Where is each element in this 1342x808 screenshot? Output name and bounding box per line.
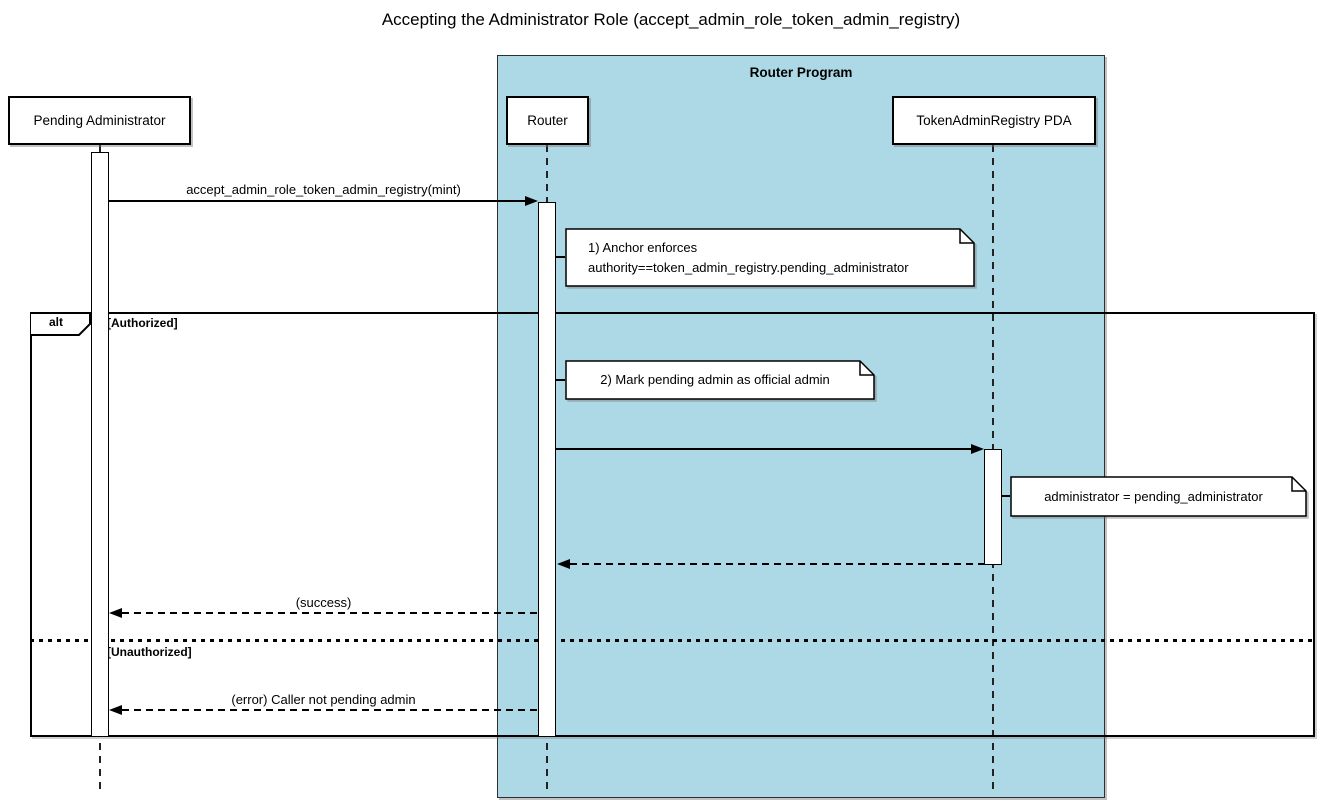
message-success-label: (success): [295, 595, 352, 610]
router-program-frame-label: Router Program: [749, 65, 853, 80]
message-registry-return-line: [570, 563, 984, 565]
guard-unauthorized: [Unauthorized]: [107, 645, 192, 659]
note-line: 2) Mark pending admin as official admin: [600, 372, 830, 387]
note-connector: [556, 256, 565, 258]
arrowhead-left-icon: [109, 704, 122, 715]
message-error-label: (error) Caller not pending admin: [231, 692, 416, 707]
note-connector: [556, 379, 565, 381]
message-success-line: [122, 612, 538, 614]
note-line: administrator = pending_administrator: [1044, 488, 1263, 504]
note-mark-official: 2) Mark pending admin as official admin: [565, 360, 875, 400]
message-accept-admin-role-label: accept_admin_role_token_admin_registry(m…: [186, 182, 461, 197]
alt-divider: [30, 639, 1315, 642]
note-anchor-enforces: 1) Anchor enforces authority==token_admi…: [565, 228, 975, 287]
note-shape: [565, 360, 875, 400]
note-line: 1) Anchor enforces: [588, 239, 698, 255]
activation-router: [538, 202, 556, 737]
message-accept-admin-role-line: [109, 200, 527, 202]
participant-pending-admin: Pending Administrator: [8, 96, 191, 145]
alt-operator-label: alt: [48, 315, 63, 329]
activation-pending-admin: [91, 152, 109, 737]
arrowhead-left-icon: [109, 607, 122, 618]
note-set-administrator: administrator = pending_administrator: [1010, 476, 1307, 517]
participant-pending-admin-label: Pending Administrator: [33, 113, 166, 128]
message-update-registry-line: [556, 448, 972, 450]
guard-authorized: [Authorized]: [107, 316, 178, 330]
arrowhead-right-icon: [971, 443, 984, 454]
participant-registry-pda-label: TokenAdminRegistry PDA: [916, 113, 1072, 128]
diagram-title: Accepting the Administrator Role (accept…: [381, 10, 961, 29]
arrowhead-left-icon: [557, 558, 570, 569]
note-shape: [1010, 476, 1307, 517]
alt-frame: [30, 312, 1315, 737]
participant-router: Router: [506, 96, 589, 145]
activation-registry-pda: [984, 449, 1002, 565]
message-error-line: [122, 709, 538, 711]
alt-operator-pentagon: [30, 312, 91, 336]
arrowhead-right-icon: [525, 195, 538, 206]
note-shape: [565, 228, 975, 287]
note-connector: [1001, 495, 1010, 497]
participant-router-label: Router: [527, 113, 568, 128]
participant-registry-pda: TokenAdminRegistry PDA: [892, 96, 1096, 145]
note-line: authority==token_admin_registry.pending_…: [588, 259, 909, 275]
router-program-frame: Router Program: [497, 55, 1105, 798]
